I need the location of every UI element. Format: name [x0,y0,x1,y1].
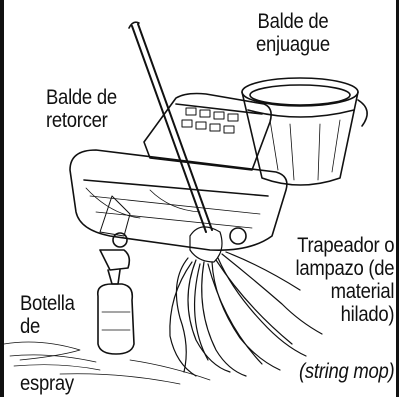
label-rinse-bucket-line-1: Balde de [256,10,330,33]
label-mop-line-2: lampazo (de [295,257,394,280]
label-rinse-bucket: Balde de enjuague [256,10,330,56]
spray-bottle-drawing [98,250,134,354]
label-spray-bottle-line-2: de [20,315,75,338]
label-spray-bottle-line-3-wrap: espray [20,372,74,395]
mop-handle-drawing [129,22,212,232]
label-wringer-bucket-line-1: Balde de [46,86,117,109]
label-mop-english-text: (string mop) [299,360,394,383]
label-spray-bottle-line-3: espray [20,372,74,395]
label-spray-bottle: Botella de [20,292,75,338]
label-spray-bottle-line-1: Botella [20,292,75,315]
label-wringer-bucket: Balde de retorcer [46,86,117,132]
label-wringer-bucket-line-2: retorcer [46,109,117,132]
label-mop-line-1: Trapeador o [295,234,394,257]
label-mop: Trapeador o lampazo (de material hilado) [295,234,394,326]
label-mop-line-3: material [295,280,394,303]
rinse-bucket-drawing [242,78,367,185]
label-mop-line-4: hilado) [295,303,394,326]
label-rinse-bucket-line-2: enjuague [256,33,330,56]
label-mop-english: (string mop) [299,360,394,383]
